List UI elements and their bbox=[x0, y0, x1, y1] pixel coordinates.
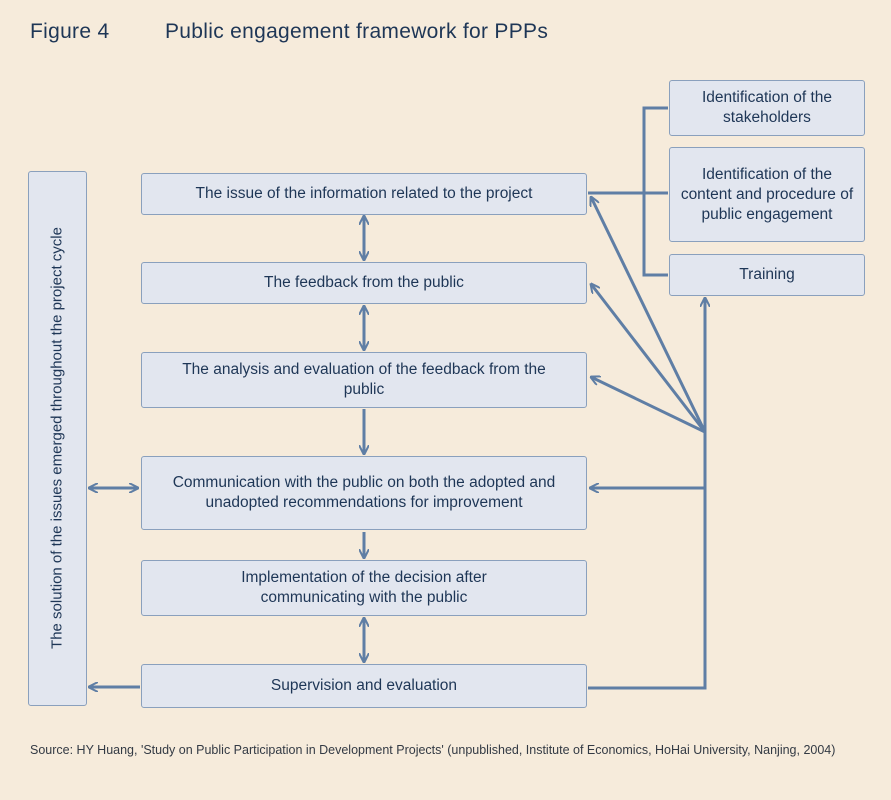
arrow-to-step2 bbox=[591, 284, 707, 433]
side-box bbox=[28, 171, 87, 706]
step-issue-information: The issue of the information related to … bbox=[141, 173, 587, 215]
line-supervision-return bbox=[588, 298, 705, 690]
box-stakeholders: Identification of the stakeholders bbox=[669, 80, 865, 136]
box-training: Training bbox=[669, 254, 865, 296]
source-note: Source: HY Huang, 'Study on Public Parti… bbox=[30, 743, 836, 757]
step-supervision: Supervision and evaluation bbox=[141, 664, 587, 708]
step-feedback: The feedback from the public bbox=[141, 262, 587, 304]
box-content-procedure: Identification of the content and proced… bbox=[669, 147, 865, 242]
arrow-to-step1 bbox=[591, 197, 707, 433]
arrow-to-step3 bbox=[591, 377, 706, 434]
figure-title: Public engagement framework for PPPs bbox=[165, 20, 549, 43]
side-label: The solution of the issues emerged throu… bbox=[48, 227, 66, 649]
bracket-right-boxes bbox=[642, 106, 668, 277]
step-analysis-evaluation: The analysis and evaluation of the feedb… bbox=[141, 352, 587, 408]
step-implementation: Implementation of the decision after com… bbox=[141, 560, 587, 616]
step-communication: Communication with the public on both th… bbox=[141, 456, 587, 530]
figure-number: Figure 4 bbox=[30, 20, 110, 43]
